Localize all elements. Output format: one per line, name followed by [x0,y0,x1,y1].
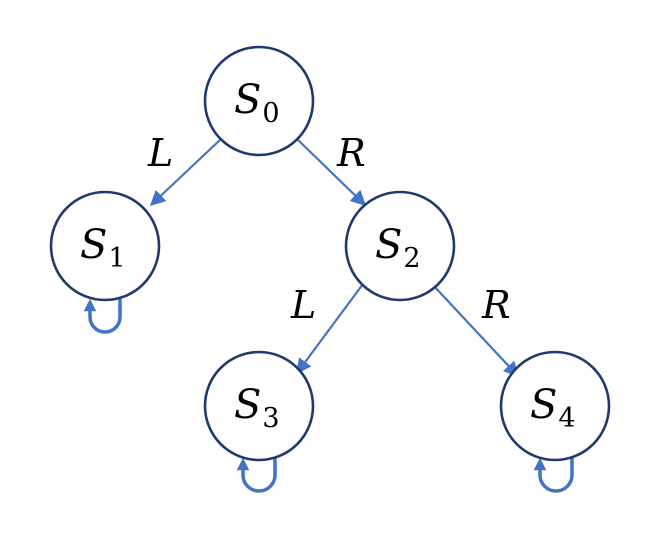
state-label: S1 [80,222,126,274]
transition-edges [149,138,520,378]
state-circle [203,350,315,462]
self-loop-s4 [533,456,574,493]
state-label: S0 [234,77,280,129]
edge-label-s2-s3: L [290,283,316,327]
state-circle [203,45,315,157]
edge-s2-s4 [431,283,520,378]
state-node-s4: S4 [499,350,611,462]
self-loop-s3 [236,457,277,493]
state-circle [499,350,611,462]
self-loop-s1 [83,298,122,334]
edge-label-s0-s2: R [336,131,366,175]
state-circle [344,190,456,302]
state-node-s3: S3 [203,350,315,462]
state-circle [49,190,161,302]
transition-labels: L R L R [147,131,511,327]
self-loops [83,298,574,493]
edge-label-s0-s1: L [147,131,173,175]
state-label: S4 [530,382,576,434]
state-label: S3 [234,382,280,434]
edge-s2-s3 [296,283,364,375]
state-node-s1: S1 [49,190,161,302]
edge-label-s2-s4: R [481,283,511,327]
state-node-s2: S2 [344,190,456,302]
edge-s0-s1 [149,138,222,207]
edge-s0-s2 [296,138,367,207]
state-node-s0: S0 [203,45,315,157]
state-label: S2 [375,222,421,274]
